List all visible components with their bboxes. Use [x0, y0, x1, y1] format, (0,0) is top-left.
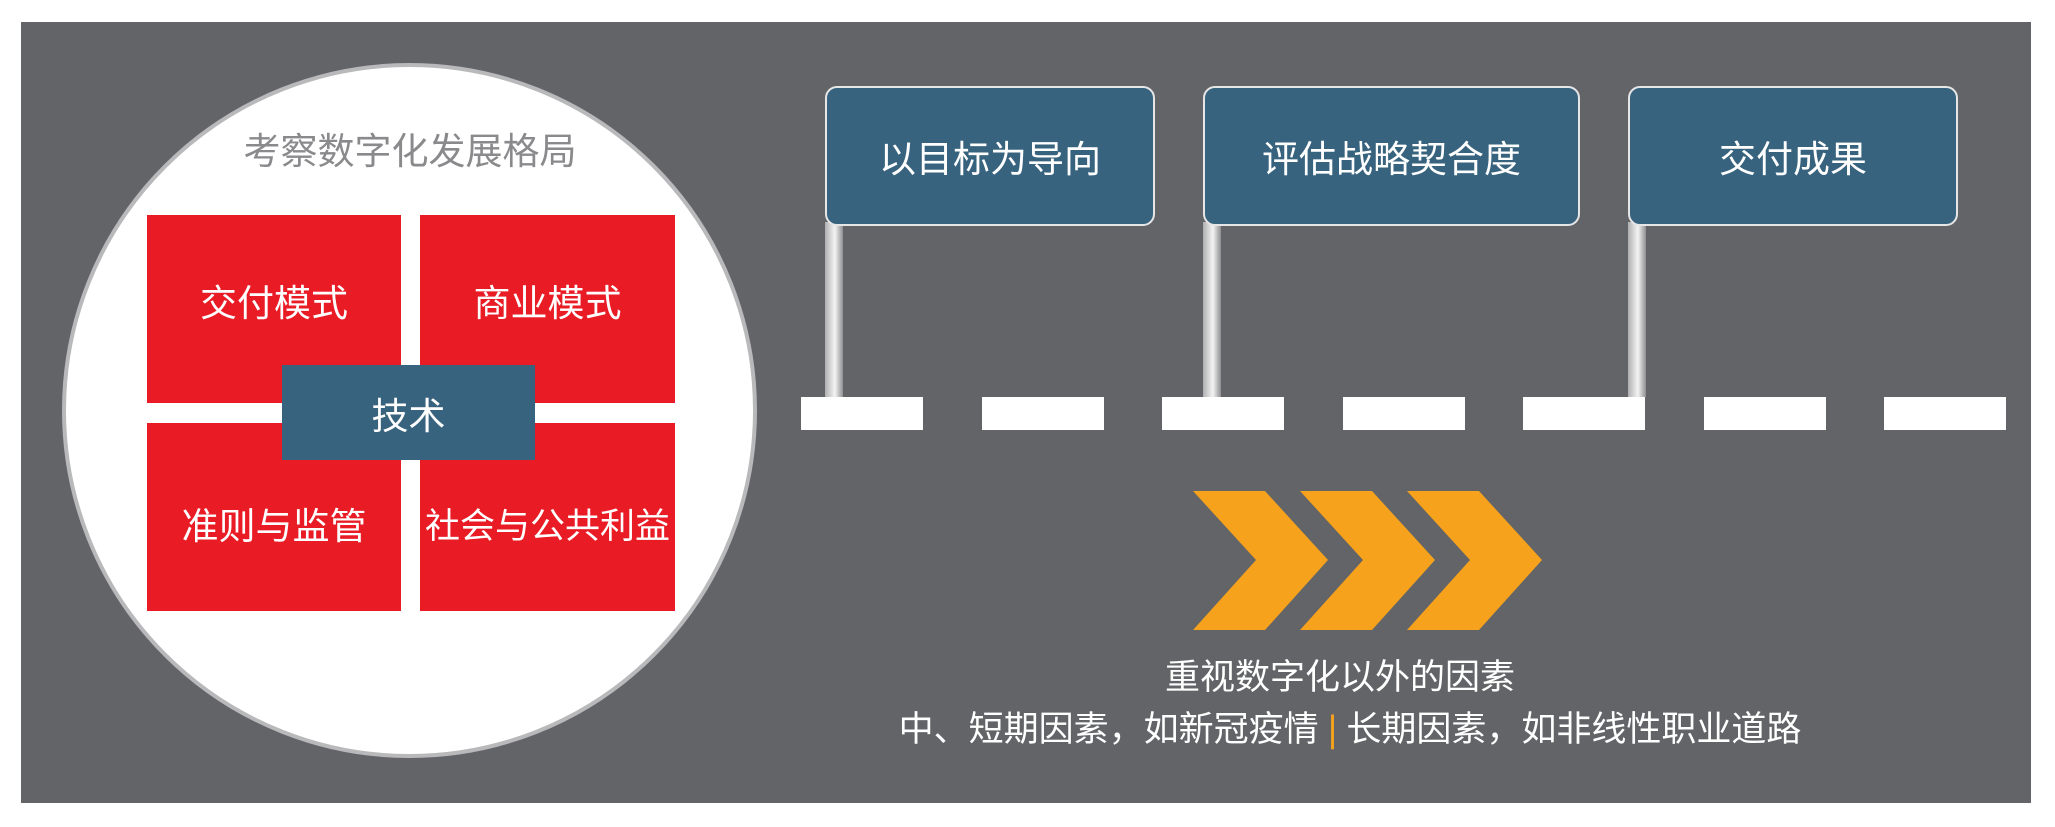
road-dash	[1162, 397, 1284, 430]
flag-goal-oriented: 以目标为导向	[825, 86, 1155, 226]
short-term-factors: 中、短期因素，如新冠疫情	[898, 710, 1319, 750]
road-dash	[1884, 397, 2006, 430]
quadrant-public-interest: 社会与公共利益	[420, 423, 675, 611]
quadrant-business-model: 商业模式	[420, 215, 675, 403]
road-dash	[1343, 397, 1465, 430]
flag-pole	[1628, 222, 1646, 397]
road-dash	[1523, 397, 1645, 430]
road-dash	[801, 397, 923, 430]
chevron-2	[1300, 491, 1435, 630]
factors-line: 中、短期因素，如新冠疫情|长期因素，如非线性职业道路	[850, 708, 1850, 752]
technology-box: 技术	[282, 365, 535, 460]
circle-title: 考察数字化发展格局	[243, 130, 577, 173]
chevron-1	[1193, 491, 1328, 630]
flag-strategy-fit: 评估战略契合度	[1203, 86, 1580, 226]
chevron-3	[1407, 491, 1542, 630]
chevron-arrows-icon	[1193, 491, 1542, 630]
road-dash	[982, 397, 1104, 430]
factor-separator: |	[1326, 710, 1339, 750]
flag-pole	[1203, 222, 1221, 397]
road-dash	[1704, 397, 1826, 430]
flag-pole	[825, 222, 843, 397]
quadrant-public-interest-label: 社会与公共利益	[424, 507, 670, 547]
long-term-factors: 长期因素，如非线性职业道路	[1346, 710, 1802, 750]
flag-deliver-results: 交付成果	[1628, 86, 1958, 226]
factors-title: 重视数字化以外的因素	[1164, 658, 1515, 698]
